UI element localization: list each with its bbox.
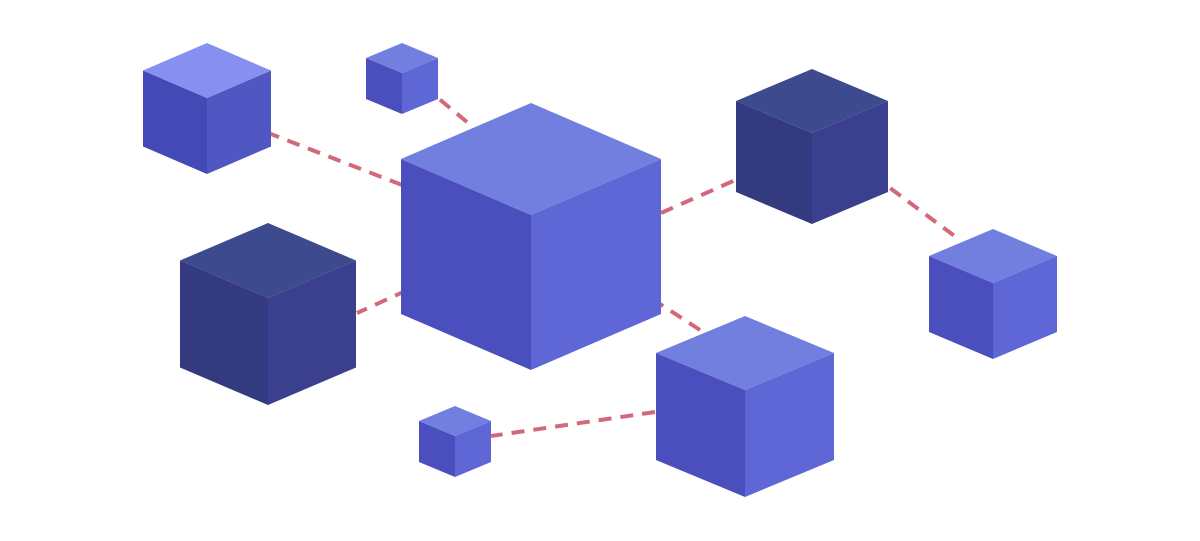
cube-face-top <box>419 406 491 436</box>
cube-face-left <box>143 70 207 174</box>
cube-face-top <box>929 229 1057 283</box>
cube-face-right <box>993 256 1057 359</box>
cube-face-left <box>401 159 531 370</box>
cube-face-right <box>745 353 834 497</box>
cube-face-top <box>401 103 661 215</box>
cube-far-right <box>929 229 1057 359</box>
cube-face-top <box>736 69 888 133</box>
cube-face-right <box>402 58 438 114</box>
cube-face-left <box>736 101 812 224</box>
connector-hub-to-left-dark <box>356 261 468 315</box>
cube-face-left <box>929 256 993 359</box>
cube-face-right <box>268 260 356 405</box>
cube-face-right <box>455 421 491 477</box>
cube-top-left <box>143 43 271 174</box>
cube-nodes <box>143 43 1057 497</box>
cube-face-right <box>531 159 661 370</box>
cube-face-right <box>207 70 271 174</box>
cube-face-top <box>143 43 271 98</box>
connector-bottom-right-to-bottom-small <box>490 410 656 438</box>
cube-face-top <box>366 43 438 73</box>
cube-face-right <box>812 101 888 224</box>
cube-face-top <box>180 223 356 298</box>
cube-face-left <box>419 421 455 477</box>
cube-face-left <box>180 260 268 405</box>
cube-face-top <box>656 316 834 390</box>
cube-face-left <box>366 58 402 114</box>
cube-face-left <box>656 353 745 497</box>
cube-left-dark <box>180 223 356 405</box>
cube-top-small <box>366 43 438 114</box>
cube-bottom-small <box>419 406 491 477</box>
cube-bottom-right <box>656 316 834 497</box>
cube-right-dark <box>736 69 888 224</box>
cube-hub <box>401 103 661 370</box>
